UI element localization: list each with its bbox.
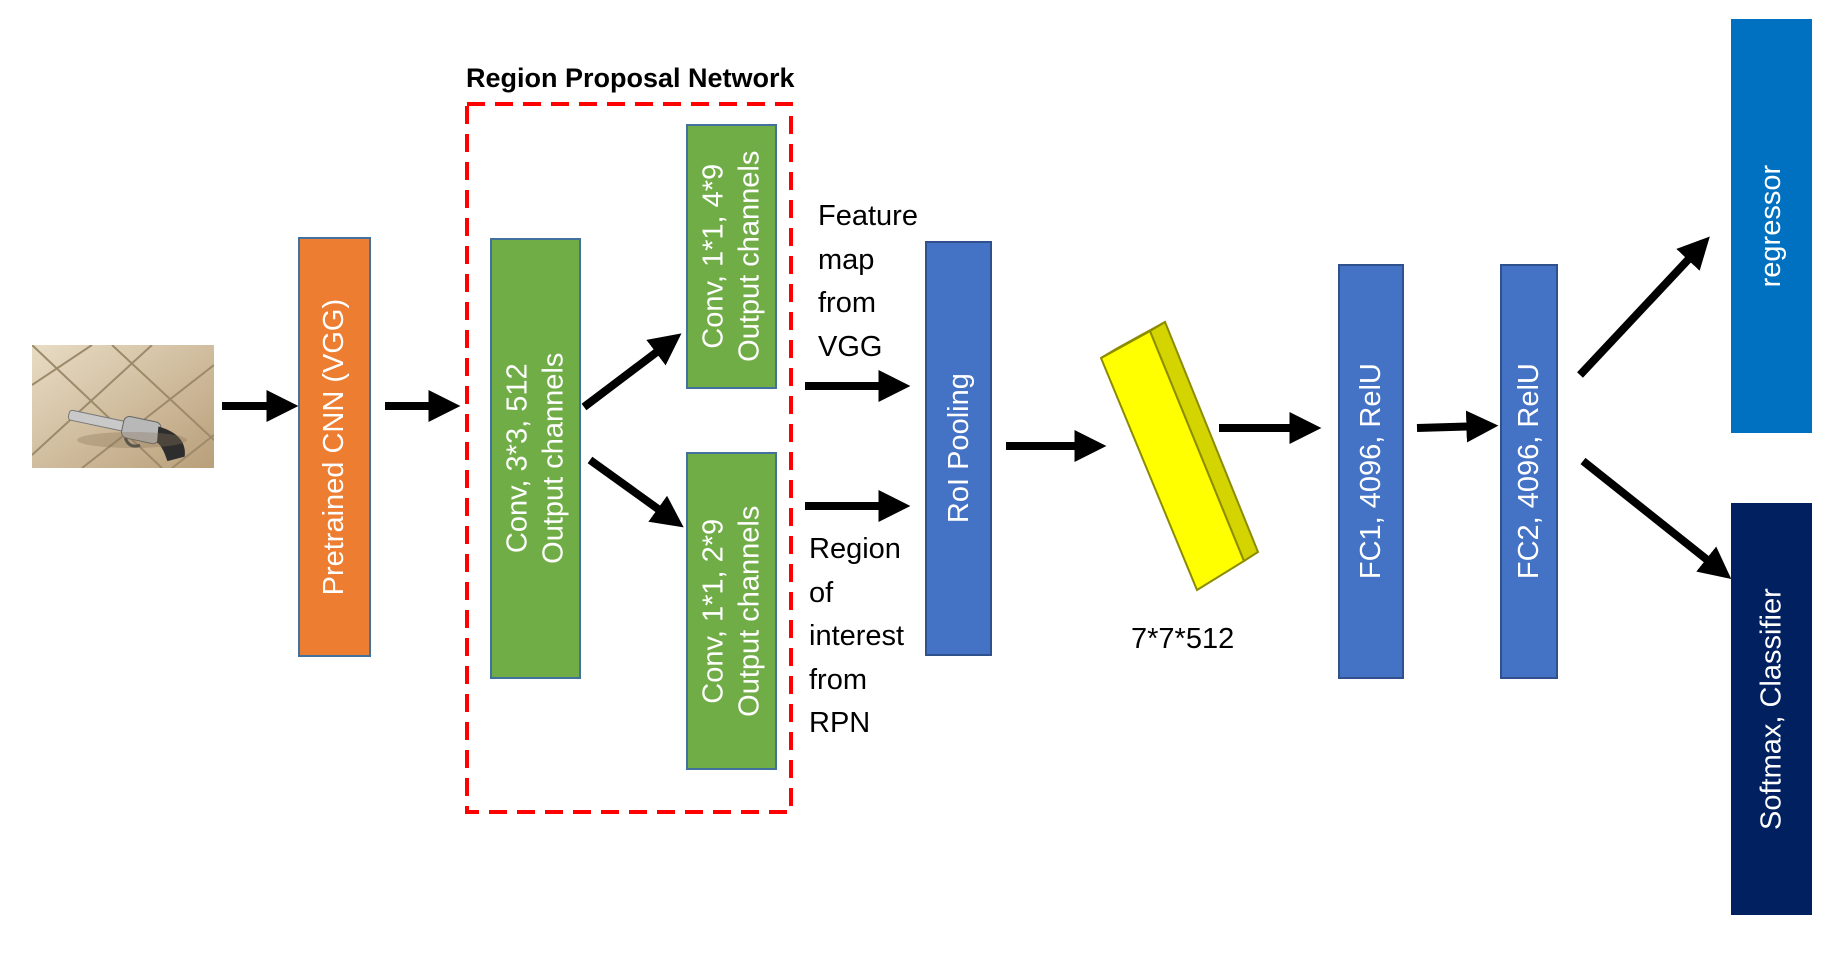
regressor-label: regressor: [1755, 164, 1788, 288]
classifier-label: Softmax, Classifier: [1755, 588, 1788, 830]
fc1-label: FC1, 4096, RelU: [1354, 363, 1387, 580]
regressor-block: regressor: [1731, 19, 1812, 433]
rpn-title: Region Proposal Network: [466, 63, 795, 93]
conv-cls-block: Conv, 1*1, 2*9 Output channels: [686, 452, 777, 770]
conv-reg-line1: Conv, 1*1, 4*9: [697, 164, 730, 349]
arrow-conv-to-cls: [587, 456, 684, 528]
conv-3x3-line2: Output channels: [537, 352, 570, 565]
tensor-shape-label: 7*7*512: [1131, 623, 1235, 655]
input-image: [32, 345, 214, 468]
rpn-dashed-frame: [465, 102, 793, 814]
roi-from-rpn-label: Region of interest from RPN: [809, 533, 905, 739]
conv-reg-block: Conv, 1*1, 4*9 Output channels: [686, 124, 777, 389]
fc1-block: FC1, 4096, RelU: [1338, 264, 1404, 679]
fc2-label: FC2, 4096, RelU: [1512, 363, 1545, 580]
classifier-block: Softmax, Classifier: [1731, 503, 1812, 915]
conv-cls-line2: Output channels: [733, 505, 766, 717]
arrow-fc2-to-regressor: [1577, 236, 1710, 378]
arrow-fc2-to-classifier: [1580, 457, 1732, 579]
arrow-fc1-to-fc2: [1416, 410, 1499, 443]
feature-map-label: Feature map from VGG: [818, 200, 918, 363]
conv-3x3-block: Conv, 3*3, 512 Output channels: [490, 238, 581, 679]
roi-pooling-label: RoI Pooling: [942, 373, 975, 524]
conv-3x3-line1: Conv, 3*3, 512: [501, 363, 534, 554]
conv-cls-line1: Conv, 1*1, 2*9: [697, 518, 730, 704]
fc2-block: FC2, 4096, RelU: [1500, 264, 1558, 679]
pretrained-cnn-block: Pretrained CNN (VGG): [298, 237, 371, 657]
feature-tensor-cuboid: [1099, 320, 1260, 592]
conv-reg-line2: Output channels: [733, 150, 766, 363]
revolver-photo-icon: [32, 345, 214, 468]
roi-pooling-block: RoI Pooling: [925, 241, 992, 656]
pretrained-cnn-label: Pretrained CNN (VGG): [318, 298, 351, 596]
arrow-conv-to-reg: [581, 333, 682, 411]
